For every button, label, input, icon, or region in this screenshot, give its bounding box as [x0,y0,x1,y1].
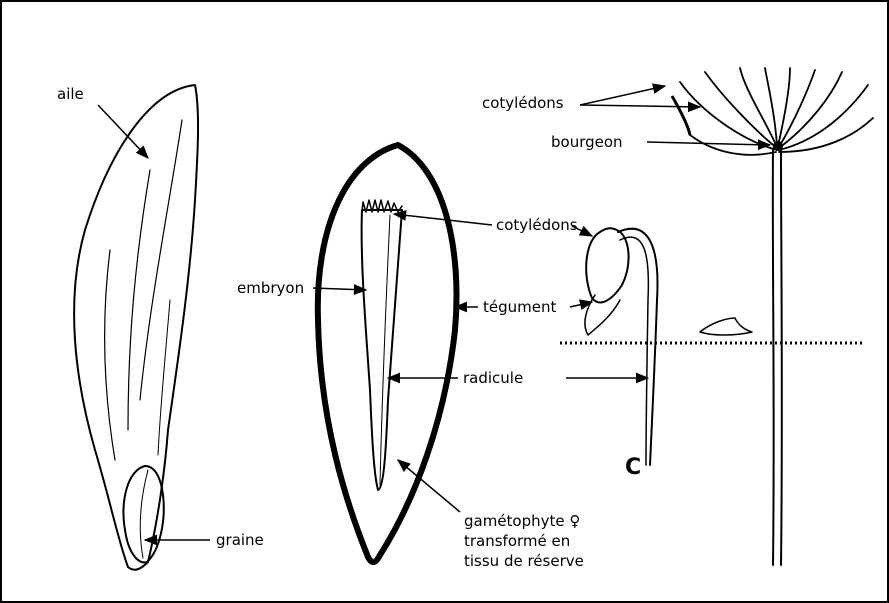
radicle-stem-inner [620,237,648,465]
seed-section [318,145,457,562]
germinating-seedling [585,228,752,465]
label-gametophyte-line1: gamétophyte ♀ [464,512,580,530]
label-arrows [98,86,770,540]
label-tegument: tégument [483,298,556,316]
hypocotyl-stem [773,150,774,565]
radicle-stem [618,229,658,465]
arrow-bourgeon [647,142,770,145]
arrow-aile [98,105,148,158]
label-cotyledons-seedling: cotylédons [482,94,564,112]
label-gametophyte-line2: transformé en [464,532,570,550]
cotyledon-leaf-thick [672,96,690,135]
wing-vein [105,250,115,460]
label-aile: aile [57,85,84,103]
seed-coat-highlight [601,245,612,290]
cotyledon-leaf [778,68,790,146]
cotyledon-leaf [779,70,815,147]
label-panel-c: C [625,455,641,480]
label-graine: graine [216,531,264,549]
label-radicule: radicule [463,369,523,387]
winged-seed [74,85,198,570]
wing-vein [140,120,182,400]
seed-body-line [140,470,148,558]
wing-outline [74,85,198,570]
tegument-outline [318,145,457,562]
cotyledon-leaf [680,82,777,150]
young-seedling [672,68,873,565]
label-cotyledons-seed: cotylédons [496,216,578,234]
arrow-cotyledons-seed [394,214,492,225]
cotyledon-leaf [705,72,777,148]
label-bourgeon: bourgeon [551,133,623,151]
hypocotyl-stem [781,150,782,565]
arrow-cotyledons-top-2 [580,105,700,107]
terminal-bud [773,141,783,151]
cotyledon-leaf [779,85,868,150]
arrow-cotyledons-top-1 [580,86,665,105]
seed-wing-remnant [585,295,620,335]
label-embryon: embryon [237,279,304,297]
wing-vein [128,170,150,430]
embryo-outline [362,210,402,490]
label-gametophyte-line3: tissu de réserve [464,552,584,570]
fallen-wing [700,318,752,335]
